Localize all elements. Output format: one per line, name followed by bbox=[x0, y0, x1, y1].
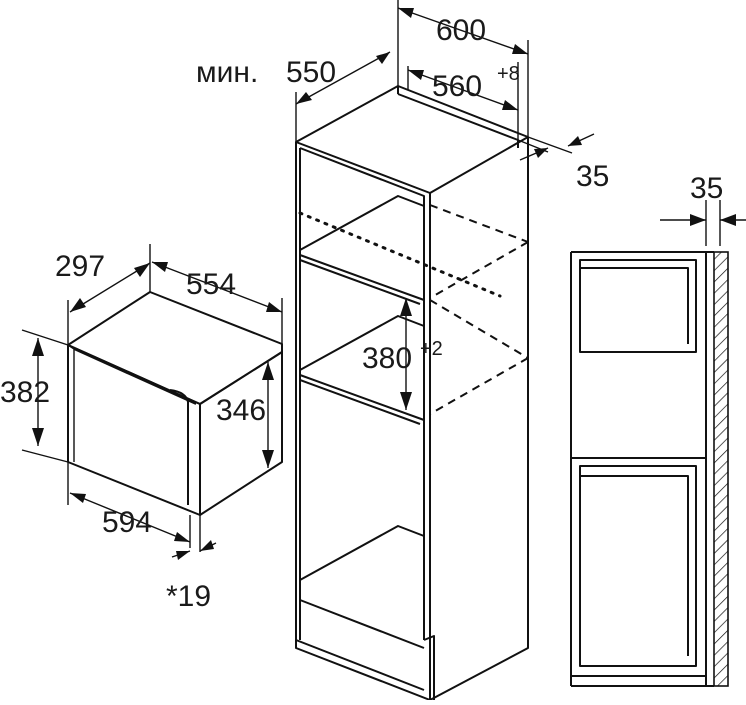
cabinet-min-depth-label: 550 bbox=[286, 56, 336, 89]
microwave-drawing: 297 554 382 346 594 *19 bbox=[0, 244, 283, 613]
microwave-depth-label: 297 bbox=[55, 250, 105, 283]
microwave-width-label: 554 bbox=[186, 268, 236, 301]
min-prefix-label: мин. bbox=[196, 56, 258, 89]
wall-hatching bbox=[713, 251, 729, 687]
cabinet-drawing: мин. 550 600 560 +8 380 +2 35 bbox=[196, 0, 609, 701]
niche-width-label: 560 bbox=[432, 70, 482, 103]
side-view-drawing: 35 bbox=[570, 172, 746, 687]
niche-width-tolerance-label: +8 bbox=[497, 63, 520, 85]
microwave-height-label: 382 bbox=[0, 376, 50, 409]
back-gap-label: 35 bbox=[576, 160, 609, 193]
microwave-front-offset-label: *19 bbox=[166, 580, 211, 613]
microwave-inner-height-label: 346 bbox=[216, 394, 266, 427]
niche-height-tolerance-label: +2 bbox=[420, 338, 443, 360]
niche-height-label: 380 bbox=[362, 342, 412, 375]
side-gap-label: 35 bbox=[690, 172, 723, 205]
microwave-front-width-label: 594 bbox=[102, 506, 152, 539]
cabinet-width-label: 600 bbox=[436, 14, 486, 47]
